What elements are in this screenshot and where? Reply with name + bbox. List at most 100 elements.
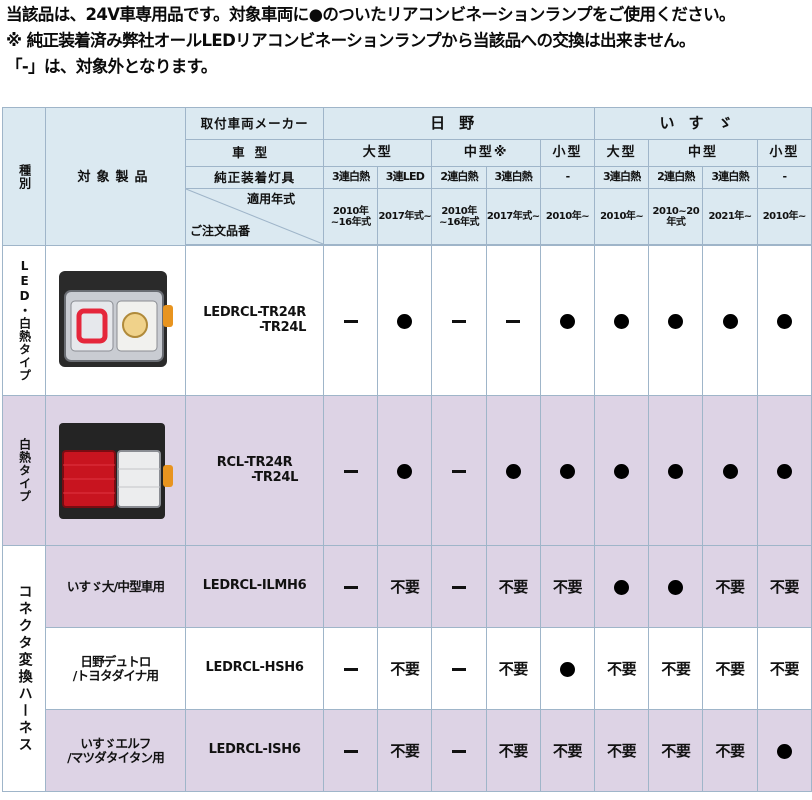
led-lamp-image xyxy=(58,270,173,367)
year-label: 適用年式 xyxy=(247,192,296,206)
not-required-text: 不要 xyxy=(769,659,800,678)
harness-product-line: いすゞエルフ xyxy=(80,735,151,751)
not-required-text: 不要 xyxy=(661,659,691,678)
status-cell: 不要 xyxy=(377,545,433,628)
harness-product-line: /マツダタイタン用 xyxy=(67,749,165,765)
not-applicable-dash xyxy=(343,749,358,753)
not-required-text: 不要 xyxy=(390,577,420,596)
order-label: ご注文品番 xyxy=(190,223,251,238)
product-header-label: 対象製品 xyxy=(77,170,154,186)
status-cell: 不要 xyxy=(594,709,650,792)
compatible-dot xyxy=(397,463,413,479)
status-cell: 不要 xyxy=(648,709,704,792)
status-cell xyxy=(756,709,812,792)
status-cell xyxy=(756,245,812,396)
size-isuzu-small: 小型 xyxy=(756,139,812,167)
status-cell: 不要 xyxy=(756,627,812,710)
status-cell xyxy=(594,245,650,396)
lamp-7: 3連白熱 xyxy=(702,166,758,189)
part-number-line: RCL-TR24R xyxy=(216,455,293,471)
status-cell xyxy=(431,245,487,396)
compatible-dot xyxy=(722,313,738,329)
compatibility-table: 種別 対象製品 取付車両メーカー 日野 いすゞ 車型 大型 中型※ 小型 大型 … xyxy=(2,107,812,792)
part-number-harness: LEDRCL-ILMH6 xyxy=(185,545,325,628)
status-cell: 不要 xyxy=(485,545,541,628)
status-cell: 不要 xyxy=(648,627,704,710)
harness-product: いすゞ大/中型車用 xyxy=(44,545,187,628)
not-required-text: 不要 xyxy=(552,577,583,596)
not-applicable-dash xyxy=(452,319,467,323)
harness-product-line: /トヨタダイナ用 xyxy=(72,667,159,683)
incandescent-lamp-image xyxy=(58,422,173,519)
year-order-header: 適用年式 ご注文品番 xyxy=(185,188,325,245)
status-cell xyxy=(648,545,704,628)
maker-hino: 日野 xyxy=(323,107,596,140)
compatible-dot xyxy=(505,463,521,479)
not-required-text: 不要 xyxy=(715,577,746,596)
not-applicable-dash xyxy=(506,319,521,323)
not-required-text: 不要 xyxy=(715,741,746,760)
table-row: LED・白熱タイプ LEDRCL-TR24R -TR24L xyxy=(2,245,812,396)
group-led-label: LED・白熱タイプ xyxy=(17,259,32,382)
status-cell xyxy=(323,545,379,628)
status-cell: 不要 xyxy=(702,709,758,792)
compatible-dot xyxy=(614,579,630,595)
part-number-harness: LEDRCL-HSH6 xyxy=(185,627,325,710)
lamp-0: 3連白熱 xyxy=(323,166,379,189)
not-applicable-dash xyxy=(452,585,467,589)
type-header: 種別 xyxy=(2,107,46,246)
not-required-text: 不要 xyxy=(498,741,529,760)
not-required-text: 不要 xyxy=(607,659,637,678)
note-led-exchange: ※ 純正装着済み弊社オールLEDリアコンビネーションランプから当該品への交換は出… xyxy=(6,31,696,50)
harness-product: 日野デュトロ /トヨタダイナ用 xyxy=(44,627,187,710)
size-isuzu-large: 大型 xyxy=(594,139,650,167)
not-applicable-dash xyxy=(343,319,358,323)
lamp-2: 2連白熱 xyxy=(431,166,487,189)
compatible-dot xyxy=(776,743,792,759)
status-cell: 不要 xyxy=(756,545,812,628)
compatible-dot xyxy=(559,661,575,677)
status-cell xyxy=(702,395,758,546)
status-cell xyxy=(594,395,650,546)
not-required-text: 不要 xyxy=(661,741,691,760)
maker-label: 取付車両メーカー xyxy=(185,107,325,140)
status-cell: 不要 xyxy=(539,709,596,792)
not-applicable-dash xyxy=(343,667,358,671)
compatible-dot xyxy=(668,579,684,595)
not-required-text: 不要 xyxy=(552,741,583,760)
compatible-dot xyxy=(559,313,575,329)
size-isuzu-medium: 中型 xyxy=(648,139,758,167)
not-applicable-dash xyxy=(343,469,358,473)
status-cell xyxy=(594,545,650,628)
lamp-3: 3連白熱 xyxy=(485,166,541,189)
compatible-dot xyxy=(559,463,575,479)
status-cell: 不要 xyxy=(485,627,541,710)
compatible-dot xyxy=(614,463,630,479)
status-cell: 不要 xyxy=(539,545,596,628)
compatible-dot xyxy=(668,463,684,479)
year-3: 2017年式~ xyxy=(485,188,541,245)
year-1: 2017年式~ xyxy=(377,188,433,245)
year-5: 2010年~ xyxy=(594,188,650,245)
harness-product-line: 日野デュトロ xyxy=(80,653,151,669)
compatible-dot xyxy=(668,313,684,329)
status-cell xyxy=(323,627,379,710)
harness-product: いすゞエルフ /マツダタイタン用 xyxy=(44,709,187,792)
lamp-6: 2連白熱 xyxy=(648,166,704,189)
year-2: 2010年~16年式 xyxy=(431,188,487,245)
status-cell: 不要 xyxy=(702,545,758,628)
not-required-text: 不要 xyxy=(498,577,529,596)
status-cell xyxy=(431,627,487,710)
status-cell: 不要 xyxy=(377,627,433,710)
status-cell: 不要 xyxy=(594,627,650,710)
status-cell xyxy=(377,395,433,546)
maker-isuzu: いすゞ xyxy=(594,107,812,140)
compatible-dot xyxy=(614,313,630,329)
not-required-text: 不要 xyxy=(769,577,800,596)
not-required-text: 不要 xyxy=(607,741,637,760)
lamp-4: - xyxy=(539,166,596,189)
product-image-led xyxy=(44,245,187,396)
status-cell xyxy=(539,245,596,396)
year-6: 2010~20年式 xyxy=(648,188,704,245)
compatible-dot xyxy=(776,463,792,479)
